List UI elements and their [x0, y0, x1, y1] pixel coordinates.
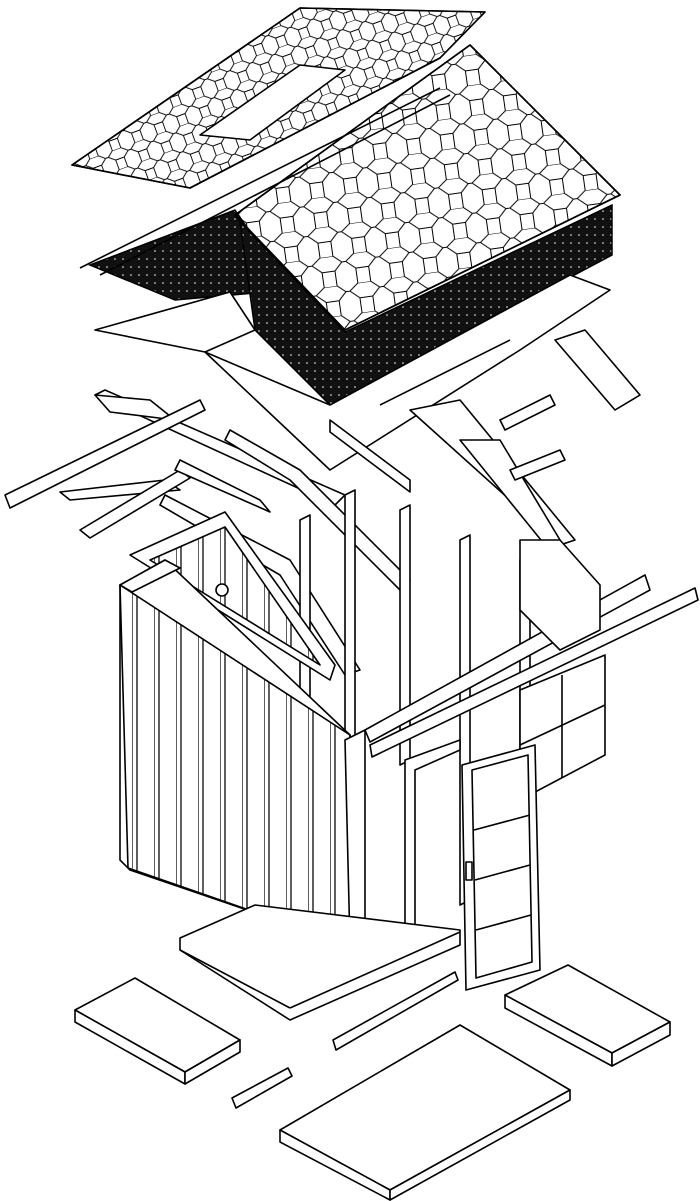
floor-panel-left	[74, 977, 241, 1085]
floor-deck	[179, 904, 461, 1021]
door-handle	[465, 861, 473, 881]
gable-vent	[215, 583, 229, 597]
floor-panel-center	[279, 1024, 571, 1201]
front-roof-panel	[234, 44, 621, 331]
floor-panel-right	[504, 964, 671, 1067]
roof-sheathing	[94, 274, 641, 471]
gable-end	[129, 511, 336, 681]
rafters	[4, 389, 576, 676]
door	[461, 744, 541, 991]
back-roof-panel	[71, 7, 486, 189]
floor-joist-boards	[231, 971, 459, 1109]
side-wall-panel	[119, 559, 366, 946]
